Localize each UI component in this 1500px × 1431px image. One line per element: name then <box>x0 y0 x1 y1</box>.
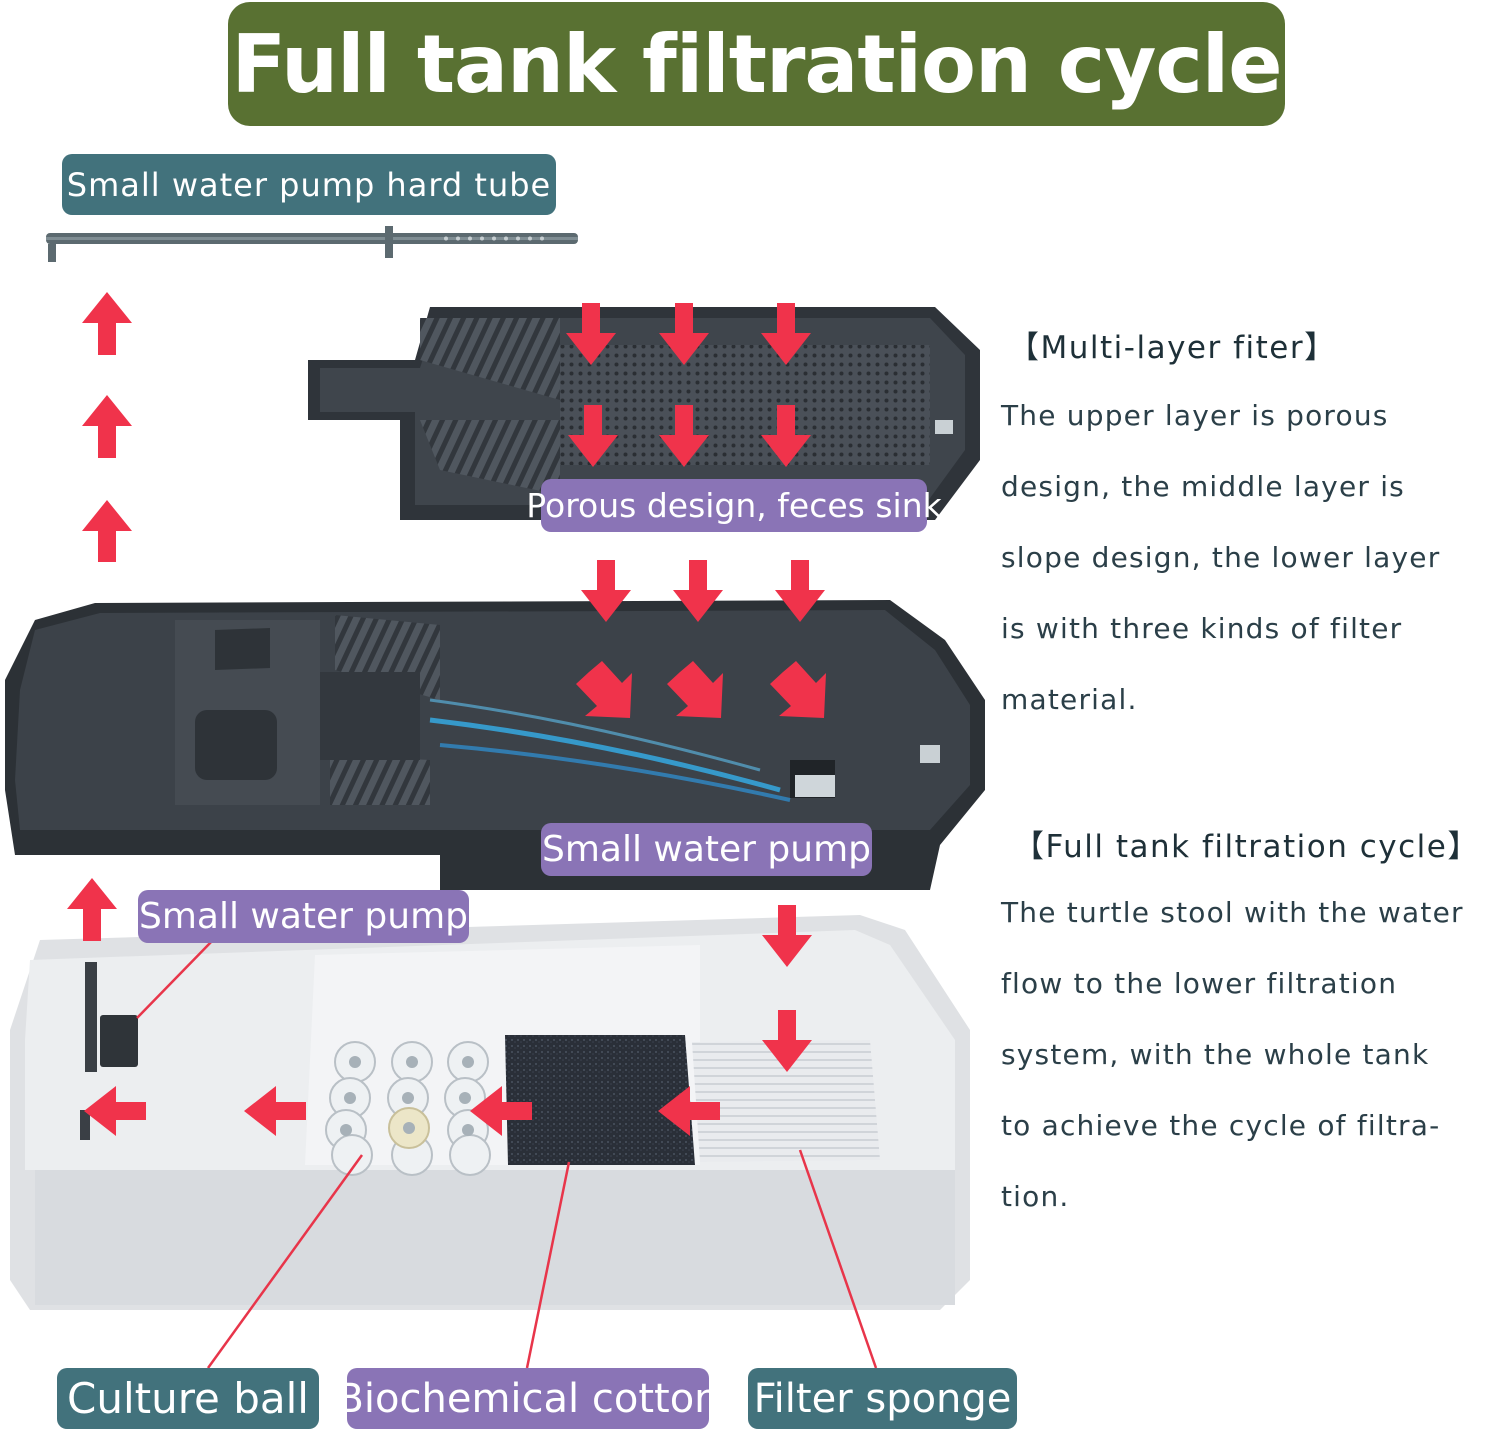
body-line: The turtle stool with the water <box>1001 896 1464 929</box>
arrow-down-2 <box>659 303 709 365</box>
body-line: flow to the lower filtration <box>1001 967 1398 1000</box>
label-porous-design: Porous design, feces sink <box>526 479 942 532</box>
label-culture-ball: Culture ball <box>57 1368 319 1429</box>
leader-pump <box>136 939 214 1019</box>
body-line: system, with the whole tank <box>1001 1038 1430 1071</box>
arrow-left-4 <box>84 1086 146 1136</box>
arrow-diag-2 <box>667 661 723 718</box>
label-biochemical-cotton: Biochemical cotton <box>336 1368 720 1429</box>
arrow-down-6 <box>761 405 811 467</box>
arrow-left-3 <box>244 1086 306 1136</box>
hard-tube <box>46 226 578 262</box>
flow-arrows <box>67 292 826 1136</box>
section-body-full-tank: The turtle stool with the water flow to … <box>1001 877 1464 1232</box>
arrow-down-8 <box>673 560 723 622</box>
arrow-up-4 <box>67 878 117 941</box>
body-line: slope design, the lower layer <box>1001 541 1441 574</box>
title-banner: Full tank filtration cycle <box>228 2 1285 126</box>
leader-lines <box>136 939 878 1369</box>
page-title: Full tank filtration cycle <box>231 17 1283 111</box>
body-line: is with three kinds of filter <box>1001 612 1403 645</box>
body-line: design, the middle layer is <box>1001 470 1405 503</box>
arrow-down-7 <box>581 560 631 622</box>
upper-tray <box>308 307 980 520</box>
arrow-down-3 <box>761 303 811 365</box>
arrow-left-1 <box>658 1086 720 1136</box>
arrow-down-9 <box>775 560 825 622</box>
arrow-down-10 <box>762 905 812 967</box>
label-small-water-pump-left: Small water pump <box>138 890 469 943</box>
body-line: tion. <box>1001 1180 1070 1213</box>
arrow-down-5 <box>659 405 709 467</box>
body-line: The upper layer is porous <box>1001 399 1389 432</box>
label-small-water-pump-middle: Small water pump <box>541 823 872 876</box>
leader-biochemical-cotton <box>525 1161 571 1369</box>
arrow-diag-3 <box>770 661 826 718</box>
arrow-up-3 <box>82 500 132 562</box>
leader-filter-sponge <box>798 1149 878 1369</box>
label-filter-sponge: Filter sponge <box>748 1368 1017 1429</box>
section-heading-multi-layer: 【Multi-layer fiter】 <box>1008 330 1337 366</box>
leader-culture-ball <box>206 1154 364 1369</box>
label-hard-tube: Small water pump hard tube <box>62 154 556 215</box>
arrow-up-2 <box>82 395 132 458</box>
section-heading-full-tank: 【Full tank filtration cycle】 <box>1013 829 1480 865</box>
body-line: to achieve the cycle of filtra- <box>1001 1109 1441 1142</box>
arrow-down-11 <box>762 1010 812 1072</box>
arrow-left-2 <box>470 1086 532 1136</box>
section-body-multi-layer: The upper layer is porous design, the mi… <box>1001 380 1440 735</box>
arrow-down-1 <box>566 303 616 365</box>
body-line: material. <box>1001 683 1138 716</box>
arrow-down-4 <box>568 405 618 467</box>
arrow-diag-1 <box>576 661 632 718</box>
middle-tray <box>5 600 985 890</box>
arrow-up-1 <box>82 292 132 355</box>
